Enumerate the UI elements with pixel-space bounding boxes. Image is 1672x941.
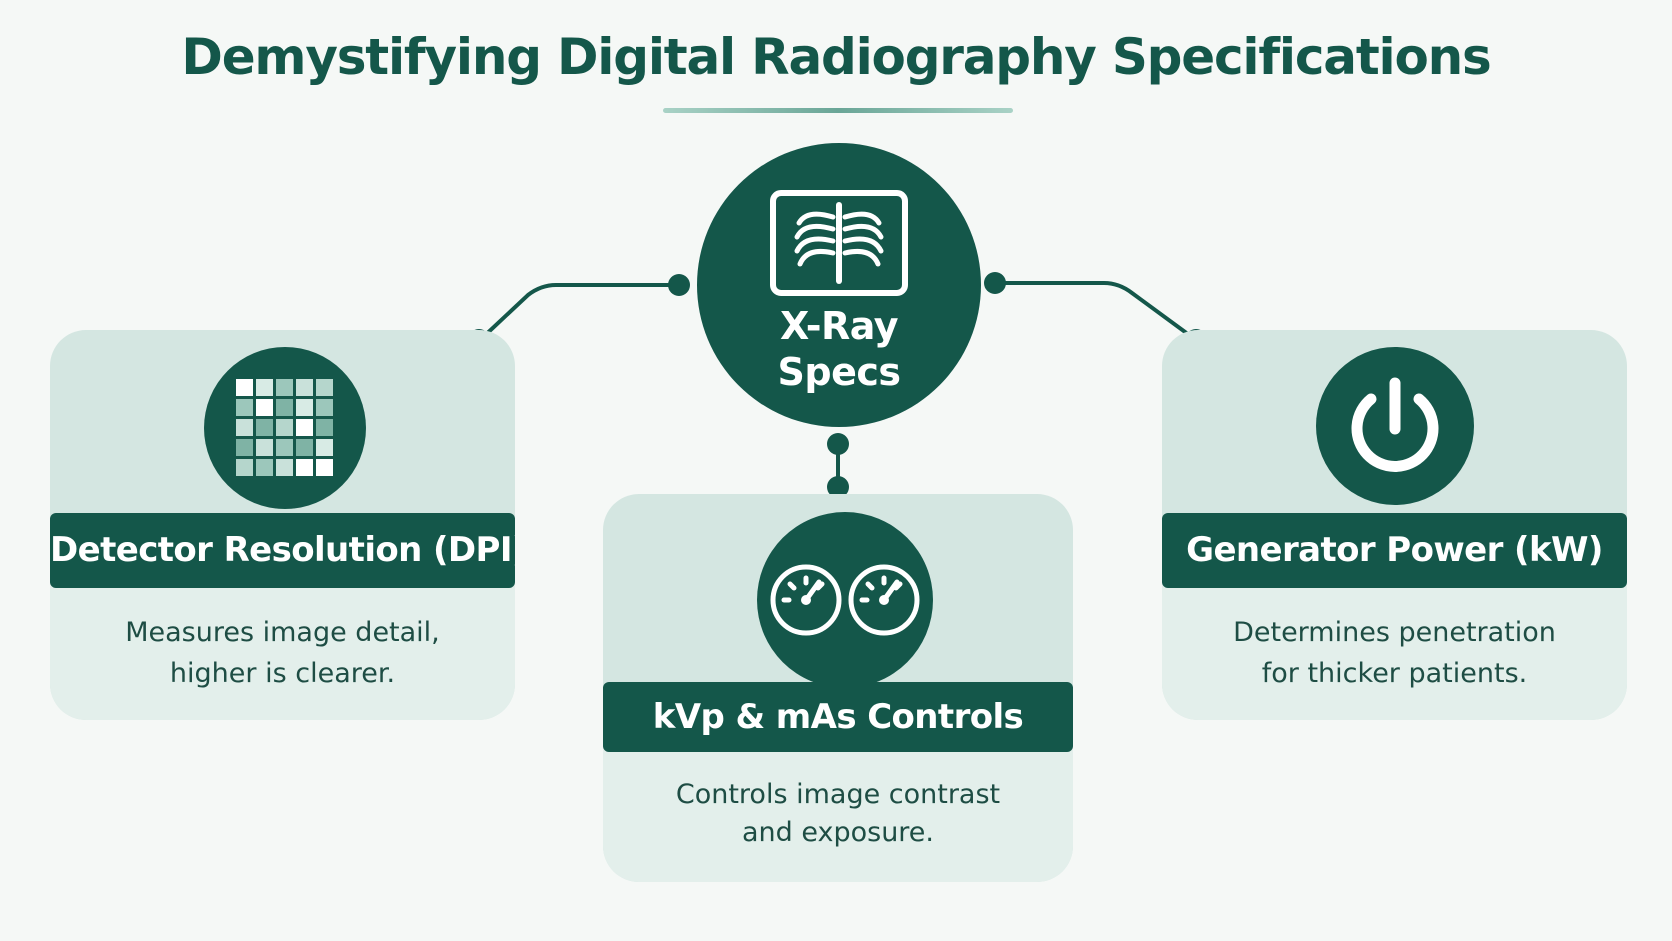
card-heading: Detector Resolution (DPI) xyxy=(50,513,515,588)
card-heading: kVp & mAs Controls xyxy=(603,682,1073,752)
card-lower-panel xyxy=(1162,570,1627,720)
card-description: Measures image detail, higher is clearer… xyxy=(50,612,515,694)
card-kvp-mas-controls: kVp & mAs Controls Controls image contra… xyxy=(603,494,1073,882)
connector-left xyxy=(478,283,679,342)
power-icon xyxy=(1351,377,1439,472)
card-heading: Generator Power (kW) xyxy=(1162,513,1627,588)
title-underline xyxy=(663,108,1013,113)
hub-label: X-Ray Specs xyxy=(697,303,981,395)
diagram-title: Demystifying Digital Radiography Specifi… xyxy=(181,28,1491,86)
icon-disc xyxy=(757,512,933,688)
card-description-line1: Controls image contrast xyxy=(675,779,1001,810)
card-description-line1: Determines penetration xyxy=(1233,617,1556,648)
connector-right-hub-dot xyxy=(984,272,1006,294)
card-lower-panel xyxy=(50,570,515,720)
icon-disc xyxy=(1316,347,1474,505)
card-description-line1: Measures image detail, xyxy=(125,617,440,648)
card-lower-panel xyxy=(603,734,1073,882)
connector-left-hub-dot xyxy=(668,274,690,296)
card-description-line2: higher is clearer. xyxy=(169,658,396,689)
card-detector-resolution: Detector Resolution (DPI) Measures image… xyxy=(50,330,515,720)
xray-ribcage-icon xyxy=(770,190,908,296)
xray-specs-hub: X-Ray Specs xyxy=(697,143,981,427)
card-description: Determines penetration for thicker patie… xyxy=(1162,612,1627,694)
hub-label-line2: Specs xyxy=(777,350,902,394)
connector-right xyxy=(995,281,1198,342)
card-description-line2: for thicker patients. xyxy=(1261,658,1528,689)
card-description-line2: and exposure. xyxy=(741,817,935,848)
connector-center-hub-dot xyxy=(827,433,849,455)
icon-disc xyxy=(204,347,366,509)
card-description: Controls image contrast and exposure. xyxy=(603,776,1073,852)
connector-center-card-dot xyxy=(827,476,849,498)
hub-label-line1: X-Ray xyxy=(780,304,898,348)
card-generator-power: Generator Power (kW) Determines penetrat… xyxy=(1162,330,1627,720)
dual-gauge-icon xyxy=(770,564,920,636)
pixel-grid-icon xyxy=(236,379,333,476)
